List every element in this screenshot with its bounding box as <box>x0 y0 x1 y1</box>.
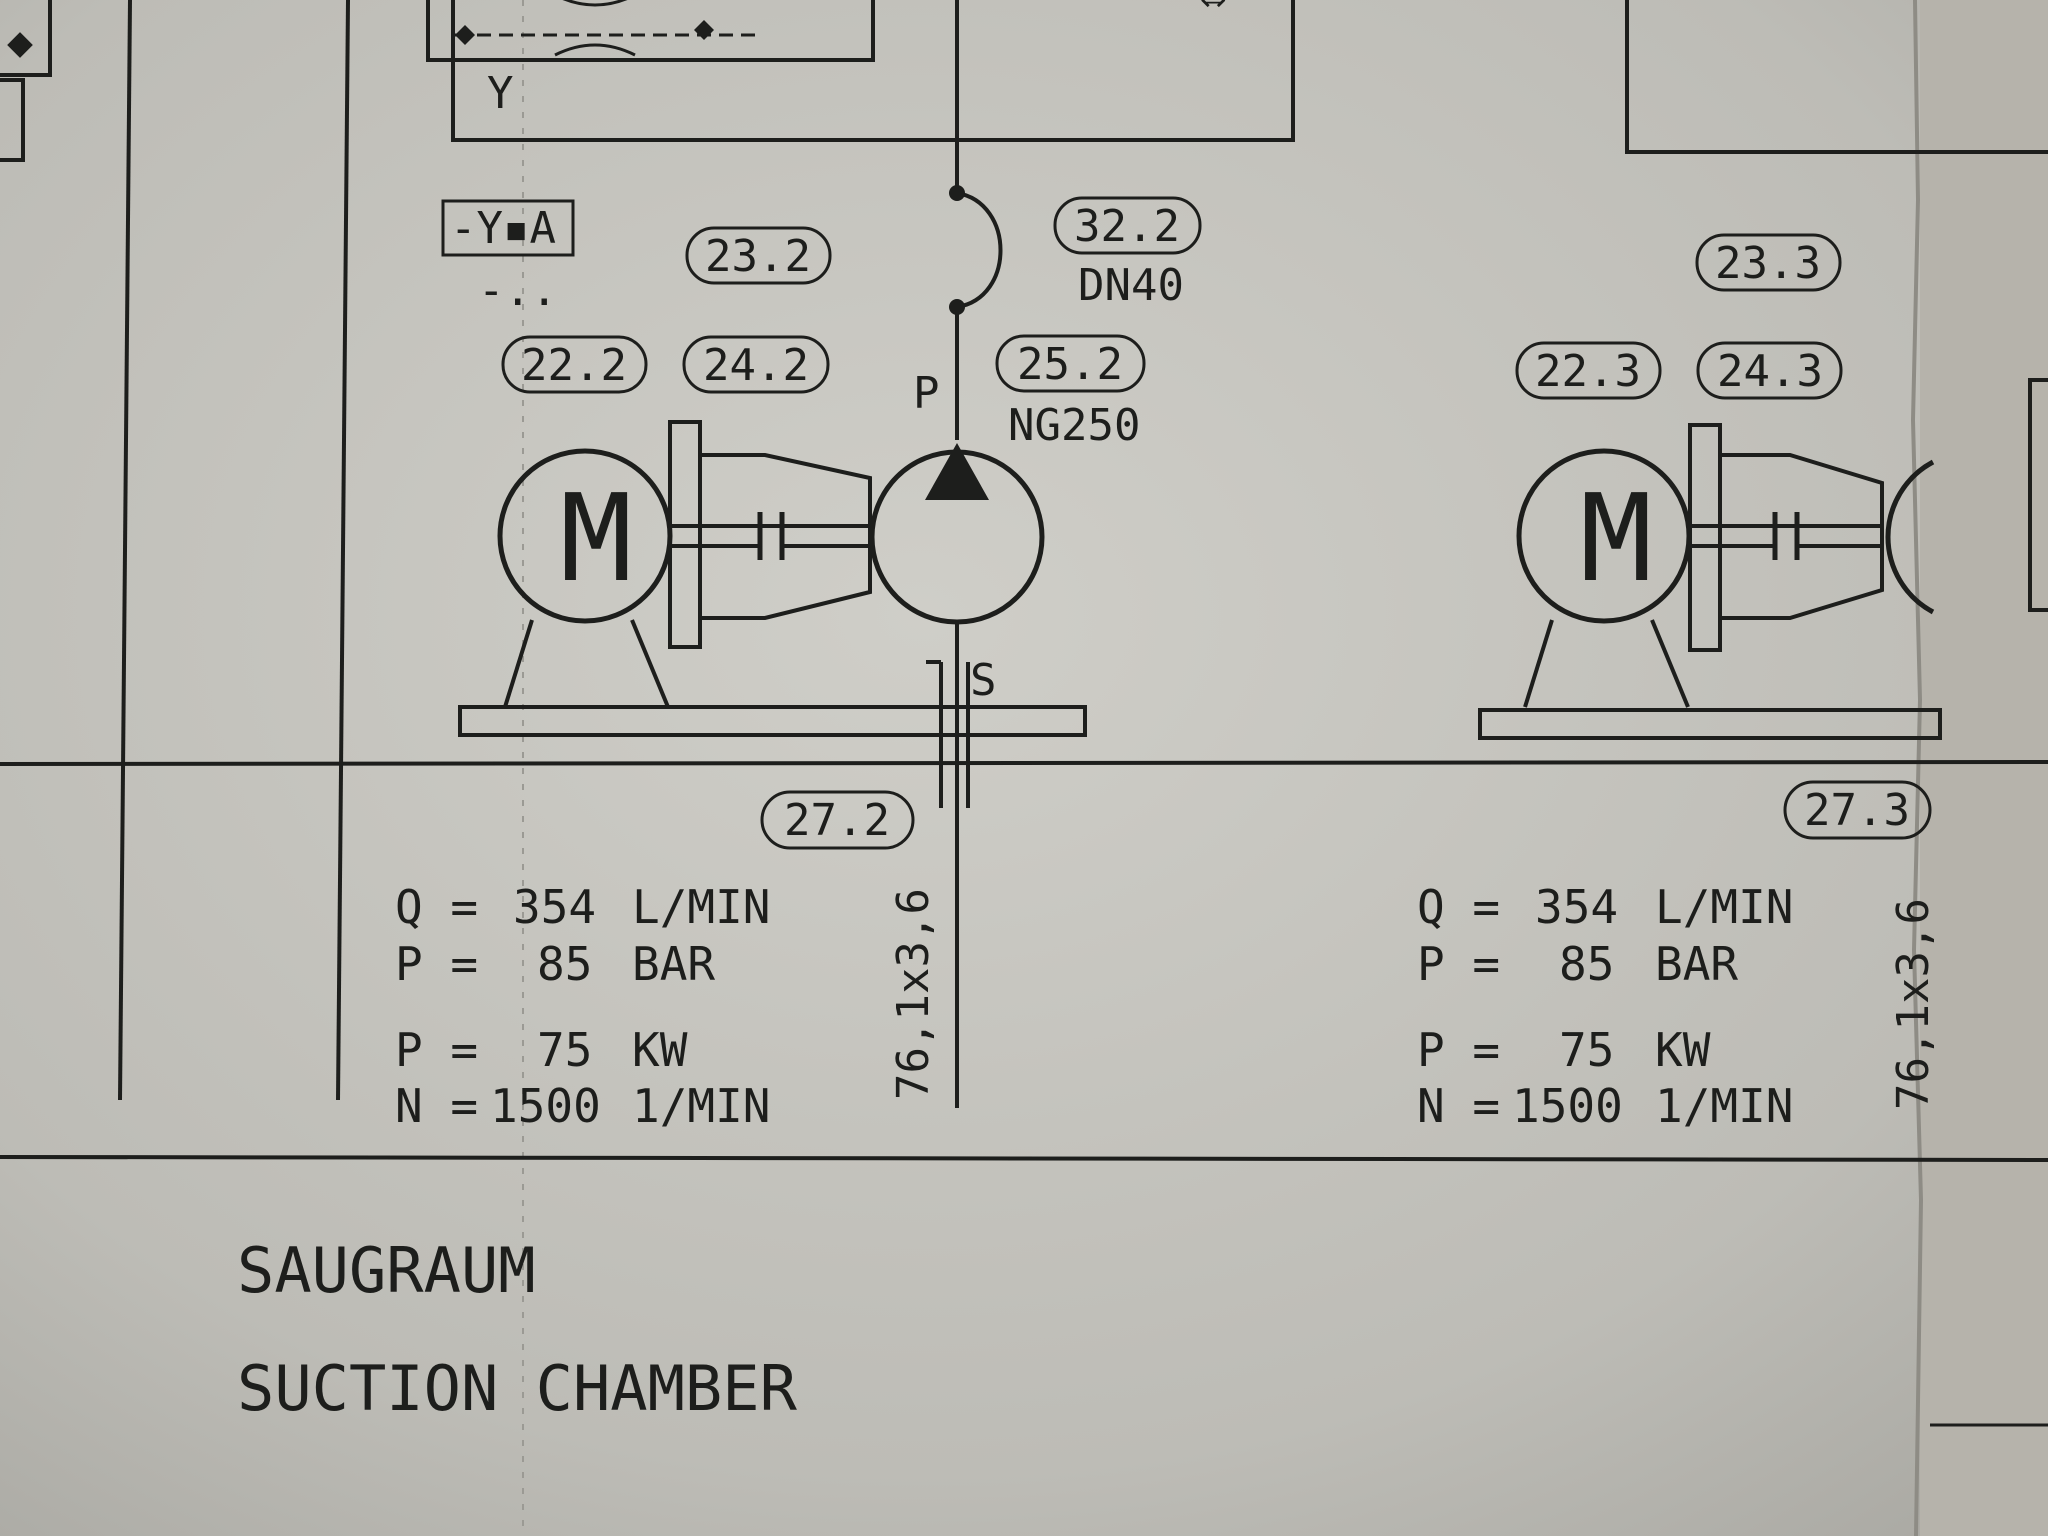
spec-speed-label: N = <box>1417 1079 1500 1133</box>
valve-designation-label: -Y▪A -.. <box>441 199 575 316</box>
paper-torn-edge <box>1910 0 1924 1536</box>
spec-p-value: 85 <box>1559 937 1614 991</box>
spec-q-label: Q = <box>1417 880 1500 934</box>
footer-title-german: SAUGRAUM <box>237 1234 536 1307</box>
pipe-size-left: 76,1x3,6 <box>888 888 939 1100</box>
tag-24-3: 24.3 <box>1696 341 1843 400</box>
valve-port-marker <box>455 25 475 45</box>
valve-port-marker <box>694 20 714 40</box>
spec-q-label: Q = <box>395 880 478 934</box>
pump-port-label: P <box>913 368 940 419</box>
svg-text:32.2: 32.2 <box>1074 201 1180 252</box>
svg-text:24.3: 24.3 <box>1717 346 1823 397</box>
coupling-flange <box>668 420 702 649</box>
drain-port-label: S <box>970 655 997 706</box>
paper-right-strip <box>1920 0 2048 1536</box>
tag-25-2: 25.2 <box>995 334 1146 393</box>
svg-text:23.2: 23.2 <box>705 231 811 282</box>
footer-title-english: SUCTION CHAMBER <box>237 1352 798 1425</box>
pump-symbol <box>1885 459 1935 615</box>
spec-power-value: 75 <box>1559 1023 1614 1077</box>
base-frame <box>1478 708 1942 740</box>
spec-speed-unit: 1/MIN <box>1655 1079 1793 1133</box>
pipe-size-right: 76,1x3,6 <box>1888 898 1939 1110</box>
right-edge-component <box>2028 378 2048 612</box>
svg-text:24.2: 24.2 <box>703 340 809 391</box>
spec-power-label: P = <box>395 1023 478 1077</box>
spec-q-value: 354 <box>1535 880 1618 934</box>
right-top-block <box>1625 0 2048 154</box>
pressure-line <box>955 0 1003 440</box>
coupling-housing <box>1720 453 1884 620</box>
pump-size-label: NG250 <box>1008 400 1140 451</box>
svg-text:22.2: 22.2 <box>521 340 627 391</box>
spec-q-value: 354 <box>513 880 596 934</box>
spec-p-label: P = <box>1417 937 1500 991</box>
spec-power-unit: KW <box>1655 1023 1711 1077</box>
tag-22-3: 22.3 <box>1515 341 1662 400</box>
spec-q-unit: L/MIN <box>632 880 770 934</box>
spec-power-value: 75 <box>537 1023 592 1077</box>
spec-block-3: Q = 354 L/MIN P = 85 BAR P = 75 KW N = 1… <box>1417 880 1793 1133</box>
spec-p-unit: BAR <box>632 937 715 991</box>
svg-text:22.3: 22.3 <box>1535 346 1641 397</box>
spec-power-unit: KW <box>632 1023 688 1077</box>
spec-power-label: P = <box>1417 1023 1500 1077</box>
tag-23-2: 23.2 <box>685 226 832 285</box>
svg-text:23.3: 23.3 <box>1715 238 1821 289</box>
spec-p-unit: BAR <box>1655 937 1738 991</box>
spec-q-unit: L/MIN <box>1655 880 1793 934</box>
base-frame <box>458 705 1087 737</box>
spec-p-label: P = <box>395 937 478 991</box>
tag-23-3: 23.3 <box>1695 233 1842 292</box>
hose-size-label: DN40 <box>1078 260 1184 311</box>
tag-22-2: 22.2 <box>501 335 648 394</box>
svg-text:-Y▪A: -Y▪A <box>450 203 556 254</box>
motor-pump-unit-2: M S <box>458 420 1087 1108</box>
svg-text:25.2: 25.2 <box>1017 339 1123 390</box>
frame-lines <box>0 0 2048 1427</box>
svg-text:27.2: 27.2 <box>784 795 890 846</box>
spec-block-2: Q = 354 L/MIN P = 85 BAR P = 75 KW N = 1… <box>395 880 770 1133</box>
coupling-flange <box>1688 423 1722 652</box>
valve-dots-text: -.. <box>478 265 557 316</box>
top-left-component-fragment <box>0 0 52 162</box>
motor-letter: M <box>1580 470 1652 609</box>
pump-direction-triangle <box>925 443 989 500</box>
valve-block: Y ⇔ <box>426 0 1295 142</box>
spec-speed-label: N = <box>395 1079 478 1133</box>
spec-speed-value: 1500 <box>490 1079 601 1133</box>
tag-24-2: 24.2 <box>682 335 830 394</box>
spec-speed-value: 1500 <box>1512 1079 1623 1133</box>
motor-letter: M <box>560 470 632 609</box>
valve-arrow-glyph: ⇔ <box>1200 0 1227 23</box>
motor-pump-unit-3: M <box>1478 423 1942 740</box>
svg-text:27.3: 27.3 <box>1804 785 1910 836</box>
valve-letter: Y <box>487 68 514 119</box>
tag-32-2: 32.2 <box>1053 196 1202 255</box>
tag-27-3: 27.3 <box>1783 780 1932 840</box>
hose-joint <box>949 299 965 315</box>
spec-speed-unit: 1/MIN <box>632 1079 770 1133</box>
hose-joint <box>949 185 965 201</box>
spec-p-value: 85 <box>537 937 592 991</box>
tag-27-2: 27.2 <box>760 790 915 850</box>
flexible-hose <box>956 191 1003 309</box>
